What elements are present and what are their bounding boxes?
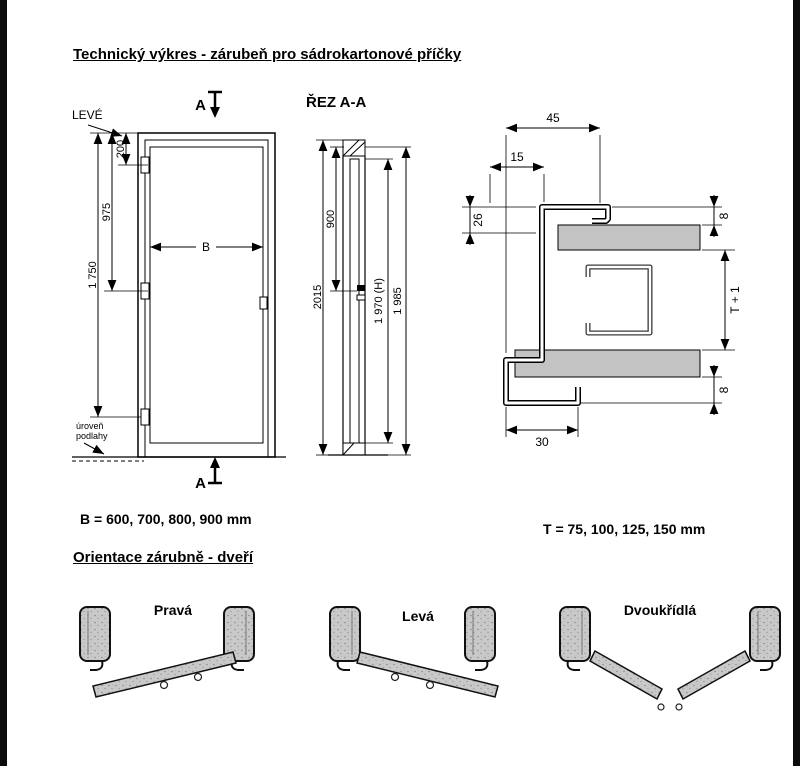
profile-section-drawing: 45 15 26 8 T + 1 8 30: [462, 111, 742, 449]
door-leaf-section: [349, 158, 360, 444]
door-lock: [259, 296, 268, 310]
dim-1970: 1 970 (H): [373, 278, 385, 324]
orientation-prava-drawing: Pravá: [79, 602, 255, 698]
orientation-heading: Orientace zárubně - dveří: [73, 549, 254, 566]
t-values-note: T = 75, 100, 125, 150 mm: [543, 521, 706, 537]
hand-label-arrow: [87, 124, 123, 137]
dim-15: 15: [510, 150, 524, 164]
section-view-drawing: ŘEZ A-A 2015 900 1 970 (H) 1 985: [306, 93, 411, 456]
section-letter-bottom: A: [195, 475, 206, 492]
hinge-curl: [390, 672, 400, 682]
orientation-dvoukridla-drawing: Dvoukřídlá: [559, 602, 781, 711]
section-title: ŘEZ A-A: [306, 93, 366, 111]
dim-b-label: B: [202, 240, 210, 254]
frame-jamb-right: [464, 606, 496, 671]
frame-jamb-left: [559, 606, 591, 671]
section-dim-lines: [316, 139, 411, 456]
b-values-note: B = 600, 700, 800, 900 mm: [80, 511, 252, 527]
lock-mark: [357, 285, 365, 291]
floor-note-line2: podlahy: [76, 431, 108, 441]
section-mark-bottom: A: [195, 457, 222, 492]
frame-jamb-left: [329, 606, 361, 671]
door-leaf-right-wing: [677, 649, 751, 701]
hinge-curl: [193, 672, 203, 682]
frame-profile: [503, 204, 611, 406]
orientation-label-prava: Pravá: [154, 602, 192, 618]
dim-1985: 1 985: [392, 287, 404, 315]
floor-line: [72, 456, 286, 462]
plasterboard-top: [557, 224, 701, 251]
hinge-curl: [657, 703, 665, 711]
door-leaf-left-wing: [589, 649, 663, 701]
scan-edge-left: [0, 0, 7, 766]
frame-jamb-left: [79, 606, 111, 671]
scan-edge-right: [793, 0, 800, 766]
section-mark-top: A: [195, 90, 222, 118]
dim-200: 200: [115, 140, 127, 158]
plasterboard-bottom: [514, 349, 701, 378]
page-title: Technický výkres - zárubeň pro sádrokart…: [73, 46, 462, 63]
orientation-label-dvoukridla: Dvoukřídlá: [624, 602, 697, 618]
hand-label: LEVÉ: [72, 107, 103, 122]
dim-45: 45: [546, 111, 560, 125]
floor-note-arrow: [83, 442, 105, 455]
front-view-drawing: LEVÉ A 200 975 1 750 B úroveň po: [72, 90, 286, 492]
dim-2015: 2015: [312, 285, 324, 309]
dim-8-top: 8: [717, 212, 731, 219]
section-letter-top: A: [195, 97, 206, 114]
dim-t-plus-1: T + 1: [728, 286, 742, 314]
door-leaf-leva: [356, 651, 499, 698]
orientation-label-leva: Levá: [402, 608, 434, 624]
door-leaf: [149, 146, 264, 444]
frame-jamb-right: [223, 606, 255, 671]
section-profile: [328, 139, 388, 456]
dim-26: 26: [471, 213, 485, 227]
profile-dim-lines: [462, 123, 735, 437]
door-frame: [137, 132, 276, 458]
orientation-leva-drawing: Levá: [329, 606, 499, 698]
dim-975: 975: [101, 203, 113, 221]
hinge-curl: [675, 703, 683, 711]
dim-1750: 1 750: [87, 261, 99, 289]
frame-jamb-right: [749, 606, 781, 671]
dim-900: 900: [325, 210, 337, 228]
floor-note-line1: úroveň: [76, 421, 104, 431]
hinge-curl: [425, 680, 435, 690]
dim-door-width: B: [150, 237, 263, 254]
c-stud-profile: [585, 264, 653, 336]
door-leaf-prava: [92, 651, 237, 698]
dim-30: 30: [535, 435, 549, 449]
front-dim-lines: [90, 132, 150, 418]
dim-8-bottom: 8: [717, 386, 731, 393]
hinge-curl: [159, 680, 169, 690]
